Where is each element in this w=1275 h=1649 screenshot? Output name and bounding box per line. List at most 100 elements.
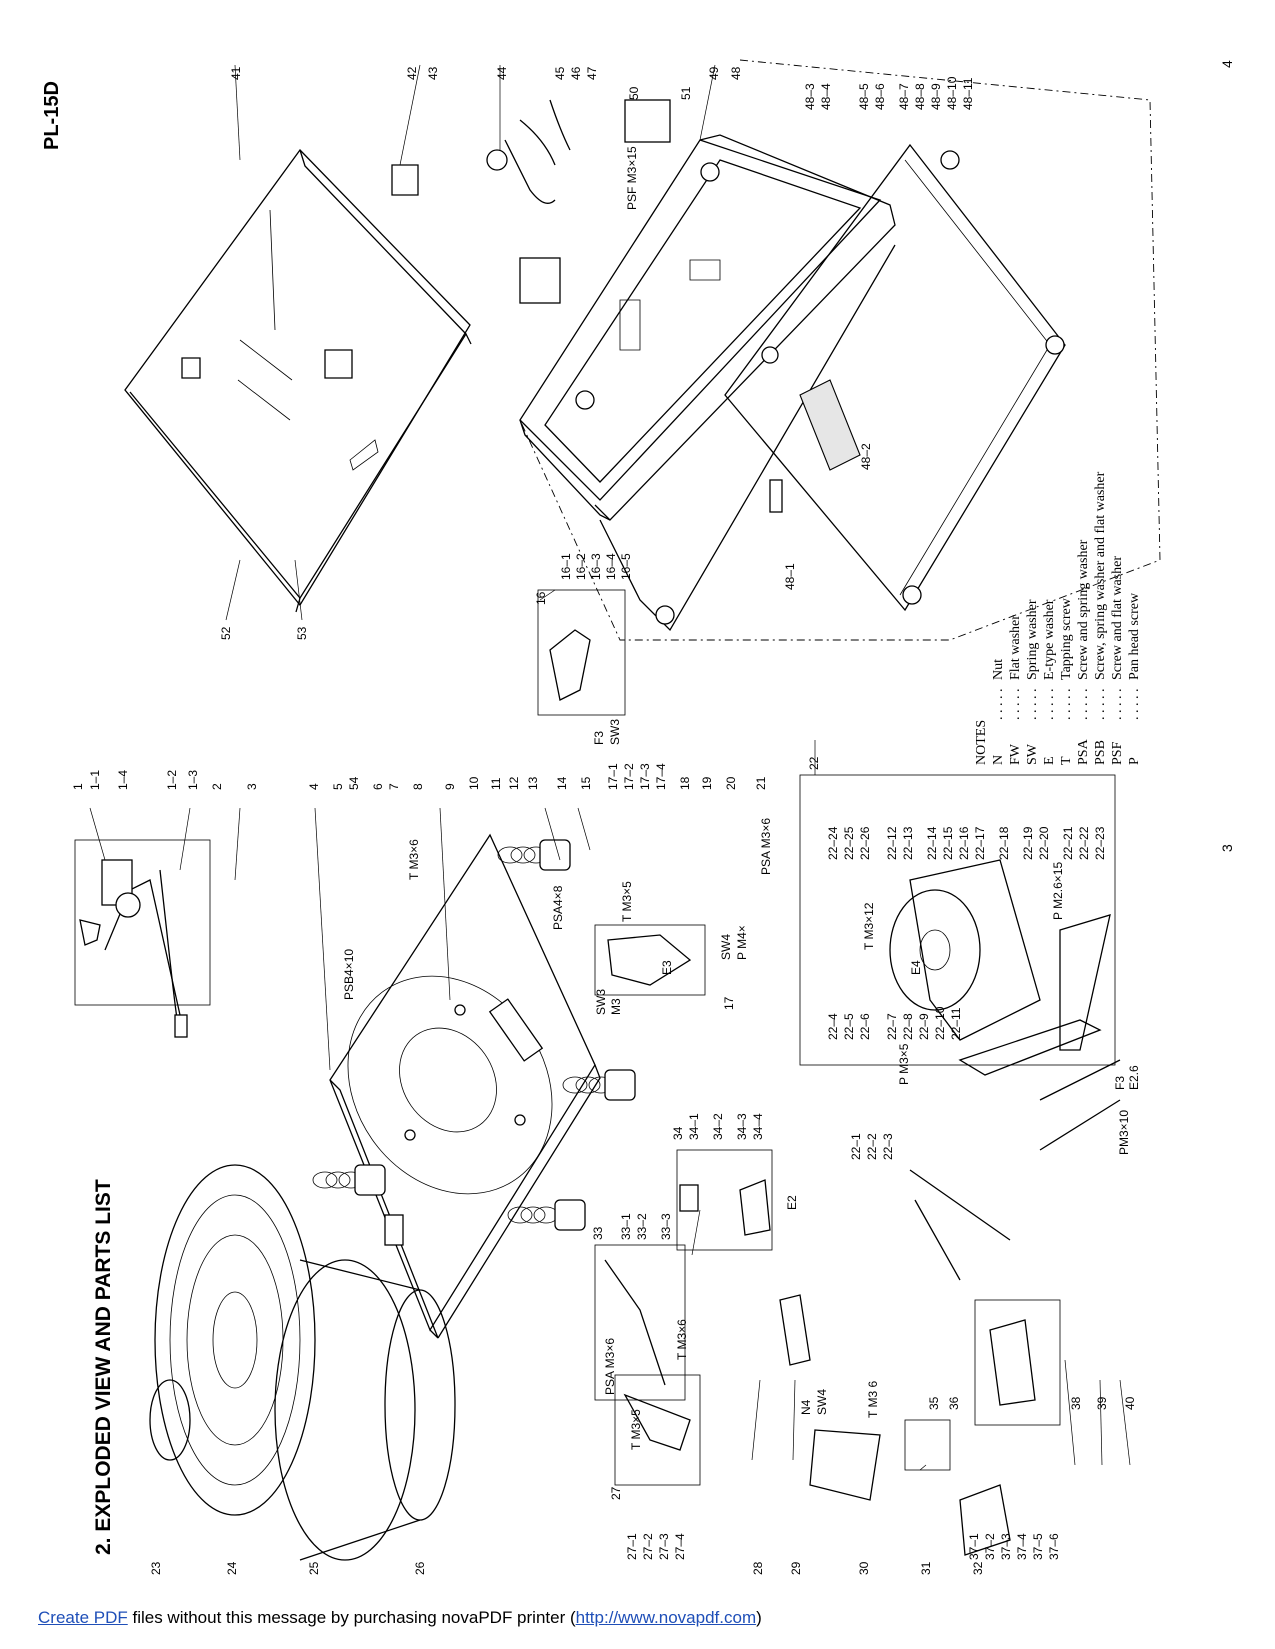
subassembly-box-33 [594, 1244, 686, 1401]
svg-text:22–5: 22–5 [842, 1013, 856, 1040]
svg-text:47: 47 [585, 66, 599, 80]
svg-text:48–1: 48–1 [783, 563, 797, 590]
svg-text:41: 41 [229, 66, 243, 80]
svg-text:P: P [1127, 757, 1142, 765]
svg-text:8: 8 [411, 783, 425, 790]
svg-text:22–16: 22–16 [957, 826, 971, 860]
svg-text:37–5: 37–5 [1031, 1533, 1045, 1560]
subassembly-box-16 [537, 589, 626, 716]
cabinet-base-part-48 [519, 59, 1161, 641]
svg-text:11: 11 [489, 777, 503, 790]
callouts-part-48: 48–1 48–2 48–3 48–4 48–5 48–6 48–7 48–8 … [783, 76, 975, 590]
model-label: PL-15D [41, 81, 63, 150]
callout-17: 17 [722, 996, 736, 1010]
svg-text:40: 40 [1123, 1396, 1137, 1410]
svg-text:27: 27 [609, 1486, 623, 1500]
svg-text:46: 46 [569, 66, 583, 80]
svg-text:37–3: 37–3 [999, 1533, 1013, 1560]
callouts-cabinet: 41 42 43 44 45 46 47 48 49 50 51 52 53 [219, 66, 743, 640]
svg-text:SW: SW [1025, 743, 1040, 765]
svg-text:51: 51 [679, 86, 693, 100]
svg-text:22–22: 22–22 [1077, 826, 1091, 860]
svg-text:6: 6 [371, 783, 385, 790]
svg-text:22–3: 22–3 [881, 1133, 895, 1160]
svg-text:22–7: 22–7 [885, 1013, 899, 1040]
svg-text:9: 9 [443, 783, 457, 790]
svg-text:PSA M3×6: PSA M3×6 [603, 1338, 617, 1395]
subassembly-box-37 [974, 1299, 1061, 1426]
hardware-labels: T M3×6 PSB4×10 PSA4×8 T M3×5 E3 SW3 M3 S… [342, 146, 1141, 1450]
svg-text:E3: E3 [660, 960, 674, 975]
suspension-springs-and-feet [312, 839, 636, 1231]
svg-text:34: 34 [671, 1126, 685, 1140]
svg-text:22–18: 22–18 [997, 826, 1011, 860]
svg-text:42: 42 [405, 66, 419, 80]
svg-text:PM3×10: PM3×10 [1117, 1110, 1131, 1155]
svg-text:33: 33 [591, 1226, 605, 1240]
svg-text:Nut: Nut [991, 659, 1006, 680]
svg-text:22–8: 22–8 [901, 1013, 915, 1040]
svg-text:26: 26 [413, 1561, 427, 1575]
svg-text:1–3: 1–3 [186, 770, 200, 790]
svg-text:22–14: 22–14 [925, 826, 939, 860]
svg-text:50: 50 [627, 86, 641, 100]
svg-text:Spring washer: Spring washer [1025, 599, 1040, 680]
svg-text:3: 3 [245, 783, 259, 790]
tonearm-assembly-part-1 [74, 839, 211, 1038]
svg-text:23: 23 [149, 1561, 163, 1575]
svg-text:22–20: 22–20 [1037, 826, 1051, 860]
svg-text:25: 25 [307, 1561, 321, 1575]
svg-text:. . . . .: . . . . . [1093, 689, 1108, 721]
novapdf-link[interactable]: http://www.novapdf.com [575, 1608, 757, 1627]
notes-codes: N FW SW E T PSA PSB PSF P [991, 738, 1142, 765]
svg-text:PSF M3×15: PSF M3×15 [625, 146, 639, 210]
svg-text:52: 52 [219, 626, 233, 640]
svg-text:SW3: SW3 [608, 719, 622, 745]
exploded-view-drawing: PL-15D 2. EXPLODED VIEW AND PARTS LIST 4… [41, 59, 1235, 1575]
svg-text:27–2: 27–2 [641, 1533, 655, 1560]
svg-text:5: 5 [331, 783, 345, 790]
svg-text:2: 2 [210, 783, 224, 790]
svg-text:16–3: 16–3 [589, 553, 603, 580]
svg-text:27–4: 27–4 [673, 1533, 687, 1560]
svg-text:22–11: 22–11 [949, 1007, 963, 1040]
svg-text:F3: F3 [592, 731, 606, 745]
svg-text:48–4: 48–4 [819, 83, 833, 110]
svg-text:22–24: 22–24 [826, 826, 840, 860]
callouts-part-34: 34 34–1 34–2 34–3 34–4 [671, 1113, 765, 1140]
svg-text:38: 38 [1069, 1396, 1083, 1410]
callouts-top-left: 1 1–1 1–4 1–2 1–3 2 3 4 5 54 6 7 8 9 10 … [71, 763, 768, 790]
svg-text:. . . . .: . . . . . [1076, 689, 1091, 721]
svg-text:. . . . .: . . . . . [1008, 689, 1023, 721]
svg-text:31: 31 [919, 1561, 933, 1575]
svg-text:E-type washer: E-type washer [1042, 599, 1057, 680]
svg-text:SW4: SW4 [815, 1389, 829, 1415]
svg-text:16–4: 16–4 [604, 553, 618, 580]
create-pdf-link[interactable]: Create PDF [38, 1608, 128, 1627]
svg-text:48–10: 48–10 [945, 76, 959, 110]
svg-text:M3: M3 [609, 998, 623, 1015]
svg-text:17–4: 17–4 [654, 763, 668, 790]
subassembly-box-17 [594, 924, 706, 996]
svg-text:49: 49 [707, 66, 721, 80]
svg-text:35: 35 [927, 1396, 941, 1410]
svg-text:22–23: 22–23 [1093, 826, 1107, 860]
page-number-right: 4 [1219, 60, 1235, 68]
svg-text:1–1: 1–1 [88, 770, 102, 790]
svg-text:39: 39 [1095, 1396, 1109, 1410]
svg-text:19: 19 [700, 776, 714, 790]
pdf-footer-message: Create PDF files without this message by… [38, 1608, 762, 1628]
svg-text:16–2: 16–2 [574, 553, 588, 580]
svg-text:. . . . .: . . . . . [991, 689, 1006, 721]
page-heading: 2. EXPLODED VIEW AND PARTS LIST [92, 1179, 115, 1555]
svg-text:P M2.6×15: P M2.6×15 [1051, 862, 1065, 920]
svg-text:22–4: 22–4 [826, 1013, 840, 1040]
svg-text:37–2: 37–2 [983, 1533, 997, 1560]
svg-text:1: 1 [71, 783, 85, 790]
svg-text:48–11: 48–11 [961, 77, 975, 110]
svg-text:15: 15 [579, 776, 593, 790]
svg-text:E2: E2 [785, 1195, 799, 1210]
svg-text:22–15: 22–15 [941, 826, 955, 860]
svg-text:Pan head screw: Pan head screw [1127, 592, 1142, 680]
svg-text:34–4: 34–4 [751, 1113, 765, 1140]
